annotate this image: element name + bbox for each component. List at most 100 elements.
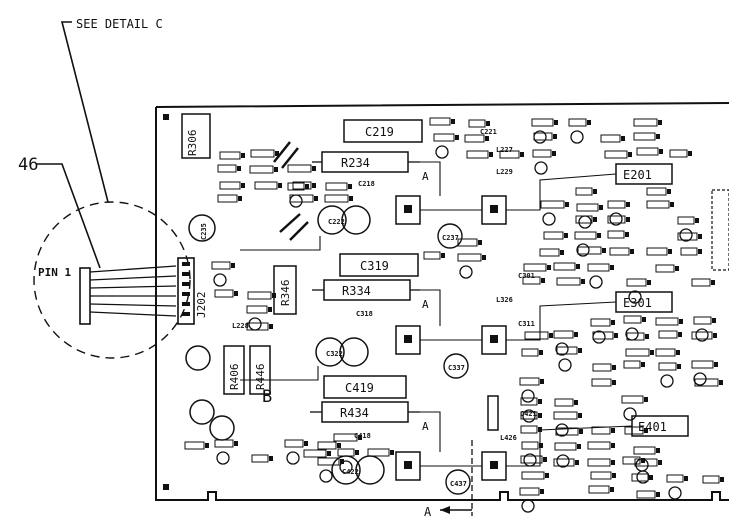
- smd-part: [575, 187, 593, 196]
- smd-part: [520, 411, 538, 420]
- smd-part: [680, 247, 698, 256]
- smd-pad: [486, 121, 490, 126]
- svg-text:L426: L426: [500, 434, 517, 442]
- smd-pad: [714, 362, 718, 367]
- smd-pad: [237, 166, 241, 171]
- smd-part: [539, 248, 560, 257]
- smd-part: [574, 231, 597, 240]
- smd-pad: [205, 443, 209, 448]
- connector-label: J202: [195, 292, 208, 319]
- smd-pad: [541, 278, 545, 283]
- smd-pad: [574, 332, 578, 337]
- capacitor-c222: C222: [317, 205, 371, 235]
- transistor-part: [521, 499, 535, 513]
- capacitor-c235: C235: [188, 214, 216, 242]
- edge-connector-right: [711, 189, 729, 271]
- transistor-part: [668, 486, 682, 500]
- smd-pad: [630, 249, 634, 254]
- transistor-part: [628, 290, 642, 304]
- smd-part: [214, 289, 234, 298]
- smd-pad: [547, 265, 551, 270]
- smd-part: [499, 150, 520, 159]
- smd-pad: [628, 152, 632, 157]
- smd-pad: [593, 189, 597, 194]
- smd-part: [520, 425, 538, 434]
- smd-part: [533, 132, 553, 141]
- smd-pad: [719, 380, 723, 385]
- smd-part: [592, 331, 614, 340]
- smd-part: [211, 261, 231, 270]
- transistor-part: [660, 374, 674, 388]
- smd-part: [519, 377, 540, 386]
- capacitor-c419: C419: [323, 375, 407, 399]
- smd-pad: [711, 280, 715, 285]
- smd-part: [522, 276, 541, 285]
- smd-part: [646, 247, 668, 256]
- smd-part: [333, 433, 358, 442]
- smd-part: [636, 147, 659, 156]
- smd-part: [423, 251, 441, 260]
- smd-pad: [645, 334, 649, 339]
- capacitor-c319: C319: [339, 253, 419, 277]
- smd-part: [254, 181, 278, 190]
- smd-part: [521, 471, 545, 480]
- svg-text:R306: R306: [186, 130, 199, 157]
- transistor-part: [286, 451, 300, 465]
- smd-pad: [539, 443, 543, 448]
- transistor-part: [695, 328, 709, 342]
- smd-part: [555, 427, 579, 436]
- smd-part: [588, 485, 610, 494]
- smd-pad: [677, 364, 681, 369]
- smd-pad: [679, 319, 683, 324]
- smd-pad: [241, 183, 245, 188]
- smd-part: [631, 473, 649, 482]
- smd-pad: [720, 477, 724, 482]
- smd-part: [520, 455, 543, 464]
- smd-part: [250, 149, 275, 158]
- smd-pad: [675, 266, 679, 271]
- smd-pad: [688, 151, 692, 156]
- smd-part: [553, 262, 576, 271]
- leader-line-detail: [60, 21, 109, 203]
- smd-part: [591, 426, 611, 435]
- smd-part: [607, 215, 626, 224]
- smd-pad: [612, 380, 616, 385]
- smd-pad: [581, 279, 585, 284]
- svg-text:L229: L229: [496, 168, 513, 176]
- smd-pad: [611, 443, 615, 448]
- smd-part: [287, 164, 312, 173]
- svg-text:R346: R346: [279, 280, 292, 307]
- see-detail-label: SEE DETAIL C: [76, 17, 163, 31]
- ref-letter-b: B: [262, 387, 272, 407]
- smd-part: [214, 439, 234, 448]
- smd-part: [568, 118, 587, 127]
- smd-part: [531, 118, 554, 127]
- smd-pad: [554, 120, 558, 125]
- svg-text:C322: C322: [326, 350, 343, 358]
- smd-pad: [579, 429, 583, 434]
- smd-part: [591, 378, 612, 387]
- smd-part: [433, 133, 455, 142]
- smd-part: [553, 411, 578, 420]
- smd-part: [691, 360, 714, 369]
- smd-pad: [641, 458, 645, 463]
- smd-part: [317, 457, 340, 466]
- smd-pad: [698, 249, 702, 254]
- smd-pad: [274, 167, 278, 172]
- smd-pad: [349, 196, 353, 201]
- detail-callout: SEE DETAIL C 46 PIN 1: [18, 17, 191, 359]
- smd-pad: [455, 135, 459, 140]
- smd-pad: [560, 250, 564, 255]
- smd-pad: [540, 489, 544, 494]
- smd-pad: [642, 317, 646, 322]
- traces: [240, 141, 633, 467]
- ic-e201: E201: [615, 163, 673, 185]
- smd-part: [367, 448, 390, 457]
- smd-part: [249, 165, 274, 174]
- transistor-part: [521, 389, 535, 403]
- transistor-part: [216, 451, 230, 465]
- smd-pad: [545, 473, 549, 478]
- smd-part: [587, 441, 611, 450]
- transistor-part: [435, 145, 449, 159]
